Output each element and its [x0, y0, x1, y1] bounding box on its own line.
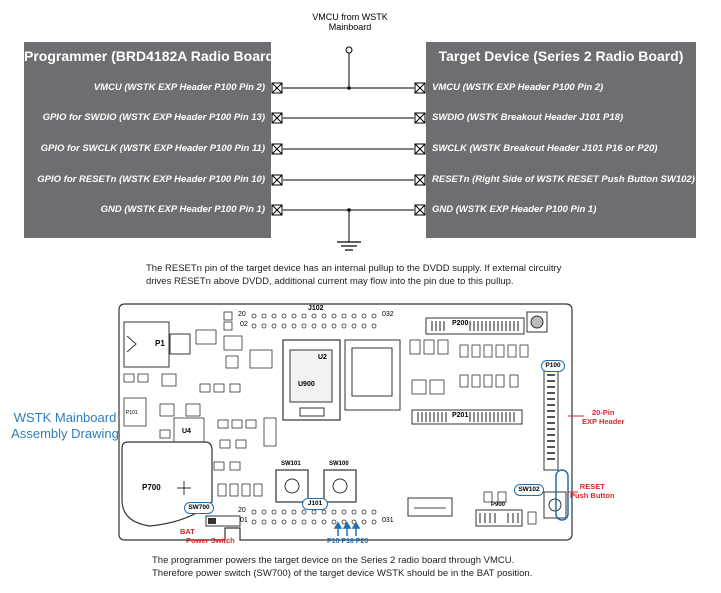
resetn-caption-line2: drives RESETn above DVDD, additional cur… — [146, 276, 514, 287]
label-sw102: SW102 — [514, 484, 544, 496]
exp-header-line1: 20-Pin — [591, 408, 615, 417]
target-title: Target Device (Series 2 Radio Board) — [438, 48, 684, 64]
label-p1: P1 — [155, 339, 165, 348]
label-j101: J101 — [302, 498, 328, 510]
label-p100: P100 — [541, 360, 565, 372]
label-sw100: SW100 — [329, 461, 349, 467]
label-u2: U2 — [318, 354, 327, 361]
side-label-line1: WSTK Mainboard — [13, 410, 117, 425]
programmer-pin-swclk: GPIO for SWCLK (WSTK EXP Header P100 Pin… — [40, 143, 265, 154]
vmcu-note-line1: VMCU from WSTK — [312, 12, 388, 22]
programmer-panel: Programmer (BRD4182A Radio Board) VMCU (… — [24, 42, 279, 238]
target-pin-swclk: SWCLK (WSTK Breakout Header J101 P16 or … — [432, 143, 658, 154]
label-n20-bot: 20 — [238, 507, 246, 514]
j101-pins-annotation: P16 P18 P20 — [327, 538, 369, 545]
label-o31: 031 — [382, 517, 394, 524]
reset-line2: Push Button — [570, 491, 615, 500]
label-u900: U900 — [298, 381, 315, 388]
power-caption: The programmer powers the target device … — [152, 554, 622, 580]
label-o32: 032 — [382, 311, 394, 318]
programmer-title: Programmer (BRD4182A Radio Board) — [24, 48, 279, 64]
label-p101: P101 — [126, 410, 138, 416]
programmer-pin-swdio: GPIO for SWDIO (WSTK EXP Header P100 Pin… — [42, 112, 265, 123]
programmer-pin-gnd: GND (WSTK EXP Header P100 Pin 1) — [100, 204, 265, 215]
target-pin-vmcu: VMCU (WSTK EXP Header P100 Pin 2) — [432, 82, 604, 93]
exp-header-annotation: 20-Pin EXP Header — [582, 408, 624, 426]
label-j102: J102 — [308, 305, 324, 312]
label-n01: 01 — [240, 517, 248, 524]
resetn-caption: The RESETn pin of the target device has … — [146, 262, 616, 288]
programmer-pin-resetn: GPIO for RESETn (WSTK EXP Header P100 Pi… — [37, 174, 265, 185]
label-p201: P201 — [452, 412, 469, 419]
reset-annotation: RESET Push Button — [570, 482, 615, 500]
target-pin-resetn: RESETn (Right Side of WSTK RESET Push Bu… — [432, 174, 695, 185]
reset-line1: RESET — [579, 482, 605, 491]
wstk-side-label: WSTK Mainboard Assembly Drawing — [10, 410, 120, 442]
connection-wires — [271, 46, 426, 251]
power-switch-annotation: Power Switch — [186, 536, 235, 545]
label-n02: 02 — [240, 321, 248, 328]
label-n20-top: 20 — [238, 311, 246, 318]
power-caption-line1: The programmer powers the target device … — [152, 555, 515, 566]
exp-header-line2: EXP Header — [582, 417, 625, 426]
label-p700: P700 — [142, 483, 161, 492]
vmcu-source-note: VMCU from WSTK Mainboard — [300, 12, 400, 32]
resetn-caption-line1: The RESETn pin of the target device has … — [146, 263, 562, 274]
label-p900: P900 — [491, 502, 506, 508]
programmer-pin-vmcu: VMCU (WSTK EXP Header P100 Pin 2) — [93, 82, 265, 93]
vmcu-note-line2: Mainboard — [328, 22, 372, 32]
power-caption-line2: Therefore power switch (SW700) of the ta… — [152, 568, 533, 579]
bat-annotation: BAT — [180, 527, 195, 536]
label-sw101: SW101 — [281, 461, 301, 467]
target-panel: Target Device (Series 2 Radio Board) VMC… — [426, 42, 696, 238]
label-sw700: SW700 — [184, 502, 214, 514]
label-u4: U4 — [182, 428, 191, 435]
side-label-line2: Assembly Drawing — [11, 426, 119, 441]
target-pin-gnd: GND (WSTK EXP Header P100 Pin 1) — [432, 204, 597, 215]
target-pin-swdio: SWDIO (WSTK Breakout Header J101 P18) — [432, 112, 624, 123]
label-p200: P200 — [452, 320, 469, 327]
